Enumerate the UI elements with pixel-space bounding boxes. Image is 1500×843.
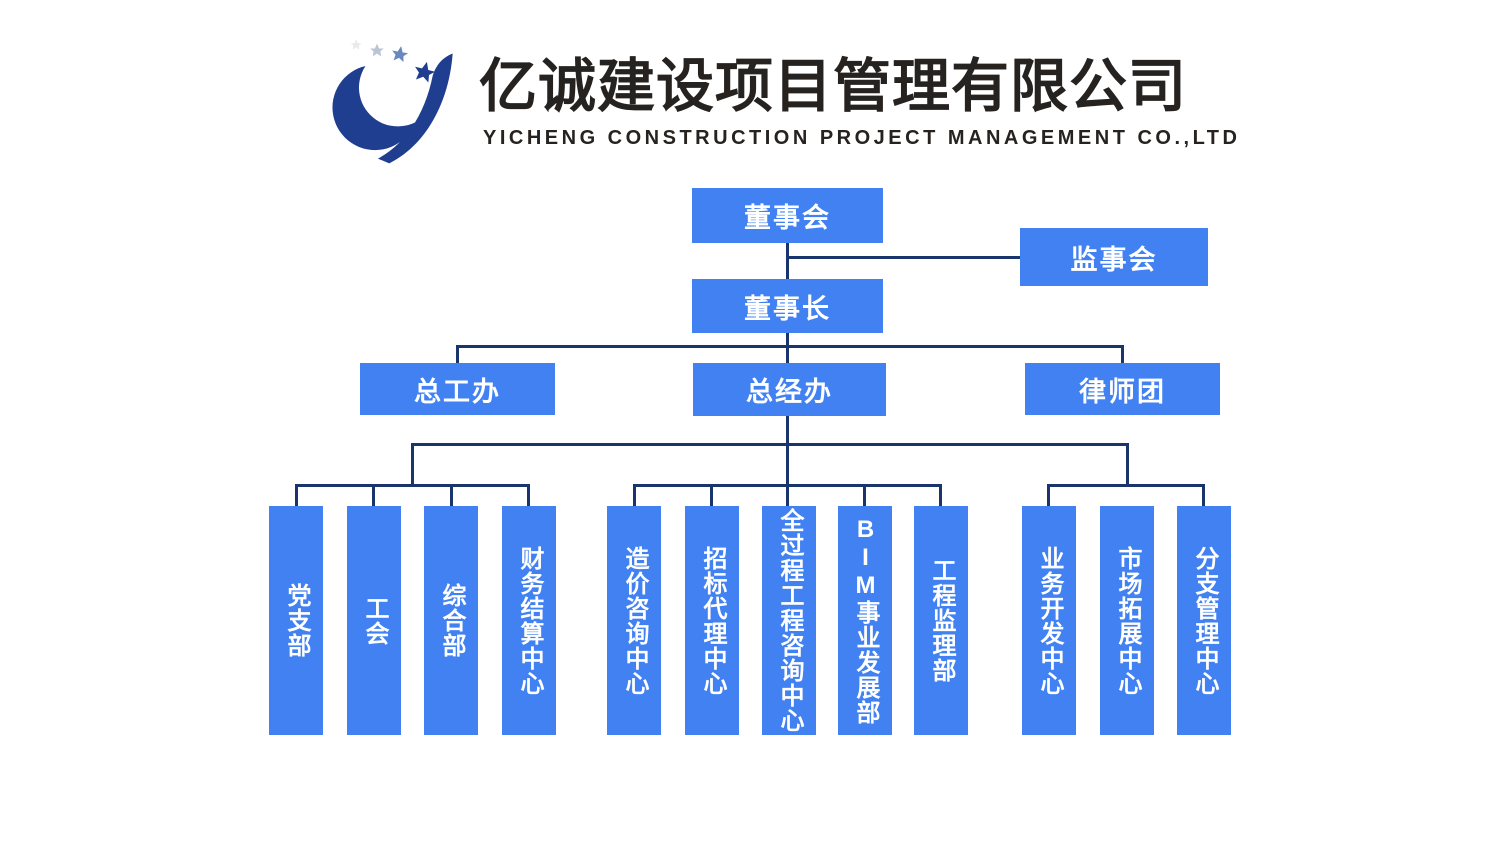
org-box-business-development-center: 业务开发中心 — [1022, 506, 1076, 735]
connector-line — [372, 484, 375, 506]
connector-line — [527, 484, 530, 506]
org-box-label: 总工办 — [414, 376, 501, 407]
connector-line — [1202, 484, 1205, 506]
connector-line — [295, 484, 530, 487]
connector-line — [710, 484, 713, 506]
company-name-english: YICHENG CONSTRUCTION PROJECT MANAGEMENT … — [483, 127, 1241, 149]
connector-line — [939, 484, 942, 506]
org-box-label: 工会 — [361, 595, 388, 646]
connector-line — [786, 443, 789, 506]
org-box-label: 市场拓展中心 — [1114, 545, 1141, 696]
connector-line — [786, 243, 789, 279]
org-box-label: 造价咨询中心 — [621, 545, 648, 696]
org-box-cost-consulting-center: 造价咨询中心 — [607, 506, 661, 735]
org-box-label: 董事长 — [744, 293, 831, 324]
org-box-market-expansion-center: 市场拓展中心 — [1100, 506, 1154, 735]
org-box-label: 总经办 — [746, 377, 833, 407]
org-box-board: 董事会 — [692, 188, 883, 243]
connector-line — [786, 256, 1020, 259]
connector-line — [450, 484, 453, 506]
connector-line — [633, 484, 941, 487]
org-box-lawyer-team: 律师团 — [1025, 363, 1220, 415]
org-box-label: 招标代理中心 — [699, 545, 726, 696]
org-box-label: 党支部 — [283, 583, 310, 658]
connector-line — [1126, 443, 1129, 486]
connector-line — [786, 333, 789, 345]
org-box-general-manager-office: 总经办 — [693, 363, 886, 416]
org-box-chairman: 董事长 — [692, 279, 883, 333]
company-logo — [323, 26, 465, 171]
connector-line — [633, 484, 636, 506]
company-name: 亿诚建设项目管理有限公司 — [479, 54, 1188, 119]
org-box-party-branch: 党支部 — [269, 506, 323, 735]
org-box-label: 分支管理中心 — [1191, 545, 1218, 696]
org-box-label: 综合部 — [438, 583, 465, 658]
org-box-engineering-supervision-department: 工程监理部 — [914, 506, 968, 735]
connector-line — [786, 345, 789, 363]
org-box-labor-union: 工会 — [347, 506, 401, 735]
org-box-branch-management-center: 分支管理中心 — [1177, 506, 1231, 735]
connector-line — [295, 484, 298, 506]
connector-line — [863, 484, 866, 506]
org-box-bim-development-department: BIM事业发展部 — [838, 506, 892, 735]
org-box-chief-engineer-office: 总工办 — [360, 363, 555, 415]
connector-line — [456, 345, 1124, 348]
connector-line — [1047, 484, 1050, 506]
org-box-label: BIM事业发展部 — [852, 516, 879, 725]
connector-line — [1121, 345, 1124, 363]
org-box-label: 董事会 — [744, 203, 831, 233]
connector-line — [456, 345, 459, 363]
org-box-bidding-agency-center: 招标代理中心 — [685, 506, 739, 735]
org-box-label: 工程监理部 — [928, 558, 955, 683]
org-box-whole-process-consulting-center: 全过程工程咨询中心 — [762, 506, 816, 735]
org-box-label: 业务开发中心 — [1036, 545, 1063, 696]
connector-line — [786, 416, 789, 443]
connector-line — [411, 443, 414, 486]
org-box-general-department: 综合部 — [424, 506, 478, 735]
org-box-label: 监事会 — [1070, 244, 1158, 275]
connector-line — [1047, 484, 1205, 487]
org-box-label: 财务结算中心 — [516, 545, 543, 696]
yicheng-swoosh-stars-logo — [332, 39, 453, 164]
org-box-supervisory: 监事会 — [1020, 228, 1208, 286]
org-box-finance-settlement-center: 财务结算中心 — [502, 506, 556, 735]
org-box-label: 律师团 — [1079, 376, 1166, 407]
connector-line — [411, 443, 1128, 446]
org-box-label: 全过程工程咨询中心 — [776, 508, 803, 733]
